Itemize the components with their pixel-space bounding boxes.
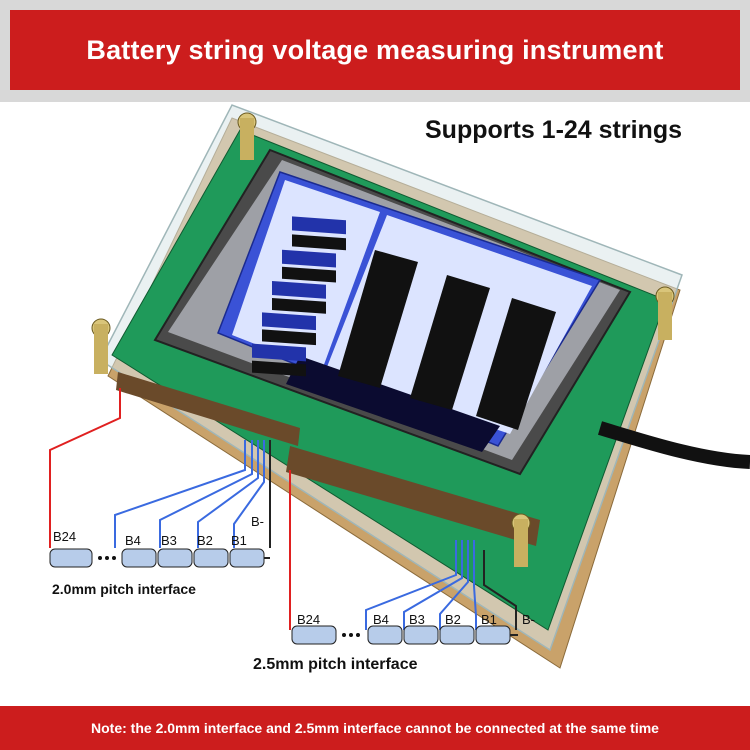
- power-cable: [597, 421, 750, 469]
- pin-header-left: [116, 372, 300, 446]
- label-b3-20mm: B3: [161, 533, 177, 548]
- label-b24-20mm: B24: [53, 529, 77, 544]
- product-illustration: [0, 102, 750, 706]
- caption-25mm: 2.5mm pitch interface: [253, 656, 418, 673]
- title-banner-fill: Battery string voltage measuring instrum…: [10, 10, 740, 90]
- label-bminus-20mm: B-: [251, 514, 264, 529]
- note-banner: Note: the 2.0mm interface and 2.5mm inte…: [0, 706, 750, 750]
- note-text: Note: the 2.0mm interface and 2.5mm inte…: [91, 720, 659, 736]
- lcd-voltage-columns: [338, 250, 556, 430]
- label-b4-20mm: B4: [125, 533, 141, 548]
- pin-header-bottom: [286, 446, 540, 546]
- label-bminus-25mm: B-: [522, 612, 535, 627]
- title-text: Battery string voltage measuring instrum…: [86, 34, 664, 65]
- label-b24-25mm: B24: [297, 612, 321, 627]
- label-b4-25mm: B4: [373, 612, 389, 627]
- battery-chain-20mm: [49, 548, 270, 568]
- caption-20mm: 2.0mm pitch interface: [52, 581, 196, 597]
- supports-text: Supports 1-24 strings: [425, 116, 682, 144]
- label-b1-20mm: B1: [231, 533, 247, 548]
- label-b2-25mm: B2: [445, 612, 461, 627]
- lcd-status-bar: [286, 356, 500, 452]
- battery-chain-25mm: [291, 625, 518, 645]
- label-b1-25mm: B1: [481, 612, 497, 627]
- title-banner: Battery string voltage measuring instrum…: [0, 0, 750, 102]
- label-b2-20mm: B2: [197, 533, 213, 548]
- wires-25mm: [289, 470, 517, 630]
- lcd-left-readouts: [252, 216, 346, 377]
- wires-20mm: [49, 388, 271, 548]
- device-drawing: [49, 104, 750, 669]
- standoff-posts: [91, 112, 675, 567]
- label-b3-25mm: B3: [409, 612, 425, 627]
